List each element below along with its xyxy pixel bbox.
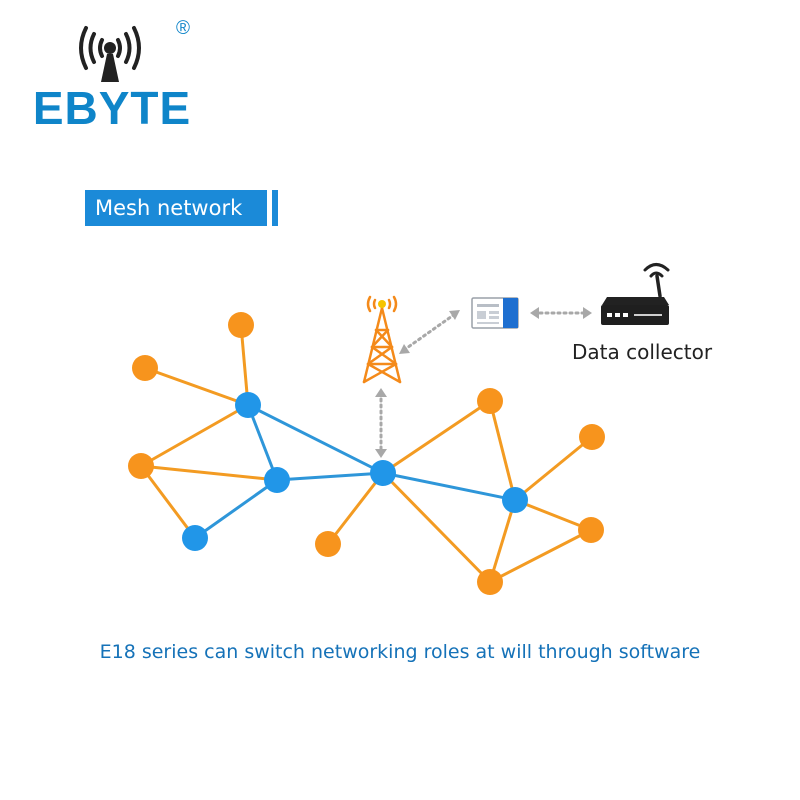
link	[139, 403, 250, 468]
router-node	[315, 531, 341, 557]
link	[488, 498, 517, 584]
link	[246, 403, 385, 475]
link	[139, 464, 197, 540]
link	[275, 471, 385, 482]
dotted-links	[379, 311, 589, 454]
tower-beacon	[378, 300, 386, 308]
link	[488, 399, 517, 502]
link	[239, 323, 250, 407]
link	[513, 498, 593, 532]
coordinator-node	[502, 487, 528, 513]
wireless-module-icon	[471, 297, 519, 329]
registered-mark: ®	[176, 18, 190, 39]
link	[326, 471, 385, 546]
radio-tower-icon	[362, 295, 402, 384]
router-node	[132, 355, 158, 381]
router-node	[477, 388, 503, 414]
link	[513, 435, 594, 502]
section-title: Mesh network	[85, 190, 267, 226]
link	[381, 399, 492, 475]
coordinator-nodes	[182, 392, 528, 551]
router-node	[128, 453, 154, 479]
ebyte-logo: EBYTE ®	[22, 18, 212, 134]
diagram-caption: E18 series can switch networking roles a…	[99, 641, 701, 663]
brand-name: EBYTE	[32, 82, 192, 134]
link	[381, 471, 517, 502]
router-node	[228, 312, 254, 338]
data-collector-label: Data collector	[572, 340, 713, 364]
tower-to-module-link	[402, 312, 457, 352]
coordinator-links	[193, 403, 517, 540]
section-title-accent	[272, 190, 278, 226]
router-links	[139, 323, 594, 584]
router-node	[579, 424, 605, 450]
link	[193, 478, 279, 540]
coordinator-node	[182, 525, 208, 551]
dotted-link-arrowheads	[375, 307, 592, 458]
router-icon	[601, 263, 670, 325]
coordinator-node	[264, 467, 290, 493]
router-node	[578, 517, 604, 543]
antenna-signal-icon	[79, 26, 141, 82]
router-node	[477, 569, 503, 595]
link	[488, 528, 593, 584]
router-nodes	[128, 312, 605, 595]
link	[139, 464, 279, 482]
link	[246, 403, 279, 482]
coordinator-node	[235, 392, 261, 418]
link	[381, 471, 492, 584]
coordinator-node	[370, 460, 396, 486]
link	[143, 366, 250, 407]
